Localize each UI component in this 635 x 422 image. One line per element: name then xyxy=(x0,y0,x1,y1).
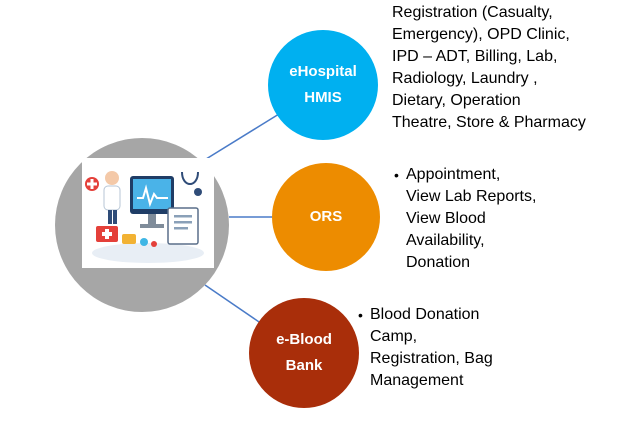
ehospital-label-line-2: HMIS xyxy=(304,89,342,106)
ors-bullet-item: Appointment, View Lab Reports, View Bloo… xyxy=(394,164,536,274)
eblood-bullet-item: Blood Donation Camp, Registration, Bag M… xyxy=(358,304,493,392)
ors-desc-line: Donation xyxy=(406,254,471,271)
ehospital-label-line-1: eHospital xyxy=(289,63,357,80)
eblood-desc-line: Registration, Bag xyxy=(370,350,493,367)
ors-desc-line: Availability, xyxy=(406,232,485,249)
eblood-desc-line: Camp, xyxy=(370,328,418,345)
ors-description: Appointment, View Lab Reports, View Bloo… xyxy=(394,164,536,274)
ehospital-desc-line: IPD – ADT, Billing, Lab, xyxy=(392,48,558,65)
ors-node: ORS xyxy=(272,163,380,271)
eblood-description: Blood Donation Camp, Registration, Bag M… xyxy=(358,304,493,392)
ehospital-hmis-node: eHospital HMIS xyxy=(268,30,378,140)
eblood-desc-line: Management xyxy=(370,372,464,389)
ehospital-description: Registration (Casualty, Emergency), OPD … xyxy=(392,2,586,134)
eblood-bank-node: e-Blood Bank xyxy=(249,298,359,408)
connector-ehospital xyxy=(197,113,280,165)
ors-desc-line: View Lab Reports, xyxy=(406,188,537,205)
ehospital-desc-line: Theatre, Store & Pharmacy xyxy=(392,114,586,131)
healthcare-illustration xyxy=(82,158,214,268)
ors-desc-line: View Blood xyxy=(406,210,486,227)
eblood-label-line-1: e-Blood xyxy=(276,331,332,348)
eblood-label-line-2: Bank xyxy=(285,357,323,374)
ehospital-desc-line: Emergency), OPD Clinic, xyxy=(392,26,570,43)
connector-eblood xyxy=(204,284,263,325)
ors-desc-line: Appointment, xyxy=(406,166,501,183)
eblood-desc-line: Blood Donation xyxy=(370,306,480,323)
ors-label: ORS xyxy=(309,208,343,225)
ehospital-desc-line: Dietary, Operation xyxy=(392,92,521,109)
ehospital-desc-line: Registration (Casualty, xyxy=(392,4,553,21)
ehospital-desc-line: Radiology, Laundry , xyxy=(392,70,538,87)
